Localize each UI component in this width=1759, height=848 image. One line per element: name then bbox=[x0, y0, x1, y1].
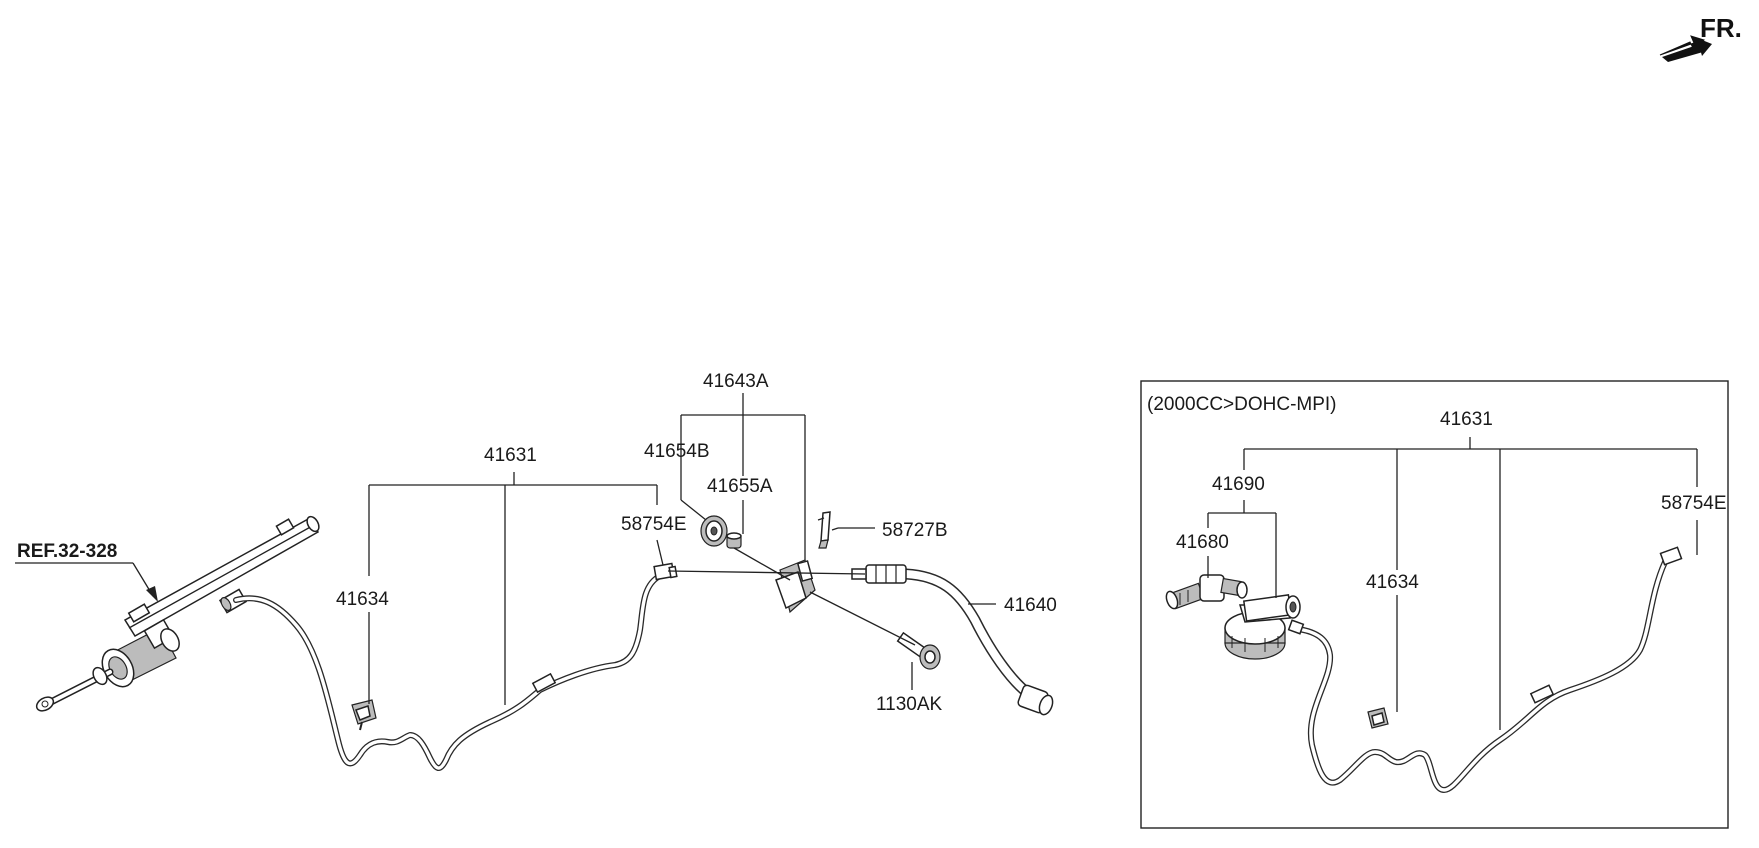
clutch-pipe-41631 bbox=[233, 562, 678, 771]
inset-callout-41690: 41690 bbox=[1212, 474, 1265, 495]
callout-58727B: 58727B bbox=[882, 520, 948, 541]
fitting-41680 bbox=[1165, 574, 1248, 610]
front-label: FR. bbox=[1700, 13, 1742, 43]
inset-callout-58754E: 58754E bbox=[1661, 493, 1727, 514]
inset-frame bbox=[1140, 380, 1729, 829]
main-view: REF.32-328 bbox=[15, 371, 1057, 771]
callout-41631: 41631 bbox=[484, 445, 537, 466]
inset-callout-41634: 41634 bbox=[1366, 572, 1419, 593]
callout-41643A: 41643A bbox=[703, 371, 769, 392]
callout-41655A: 41655A bbox=[707, 476, 773, 497]
main-view-leaders bbox=[368, 393, 996, 705]
callout-58754E: 58754E bbox=[621, 514, 687, 535]
reference-label: REF.32-328 bbox=[17, 541, 117, 562]
reference-callout: REF.32-328 bbox=[15, 541, 158, 602]
callout-1130AK: 1130AK bbox=[876, 694, 943, 715]
bracket-41643A bbox=[775, 559, 816, 614]
inset-leaders bbox=[1207, 437, 1698, 730]
callout-41654B: 41654B bbox=[644, 441, 710, 462]
inset-clip-41634 bbox=[1367, 707, 1389, 729]
inset-clutch-pipe bbox=[1287, 546, 1683, 793]
front-direction-indicator: FR. bbox=[1659, 13, 1742, 62]
damper-41690 bbox=[1224, 594, 1301, 660]
clip-41634 bbox=[351, 699, 377, 731]
grommet-41654B bbox=[700, 515, 728, 547]
inset-view: (2000CC>DOHC-MPI) bbox=[1140, 380, 1729, 829]
clip-58727B bbox=[817, 511, 831, 549]
callout-41634: 41634 bbox=[336, 589, 389, 610]
front-arrow-icon bbox=[1659, 35, 1705, 56]
inset-title: (2000CC>DOHC-MPI) bbox=[1147, 394, 1337, 415]
clutch-master-cylinder bbox=[35, 515, 320, 712]
bolt-1130AK bbox=[896, 631, 941, 670]
callout-41640: 41640 bbox=[1004, 595, 1057, 616]
inset-callout-41631: 41631 bbox=[1440, 409, 1493, 430]
bushing-41655A bbox=[726, 532, 742, 549]
inset-callout-41680: 41680 bbox=[1176, 532, 1229, 553]
